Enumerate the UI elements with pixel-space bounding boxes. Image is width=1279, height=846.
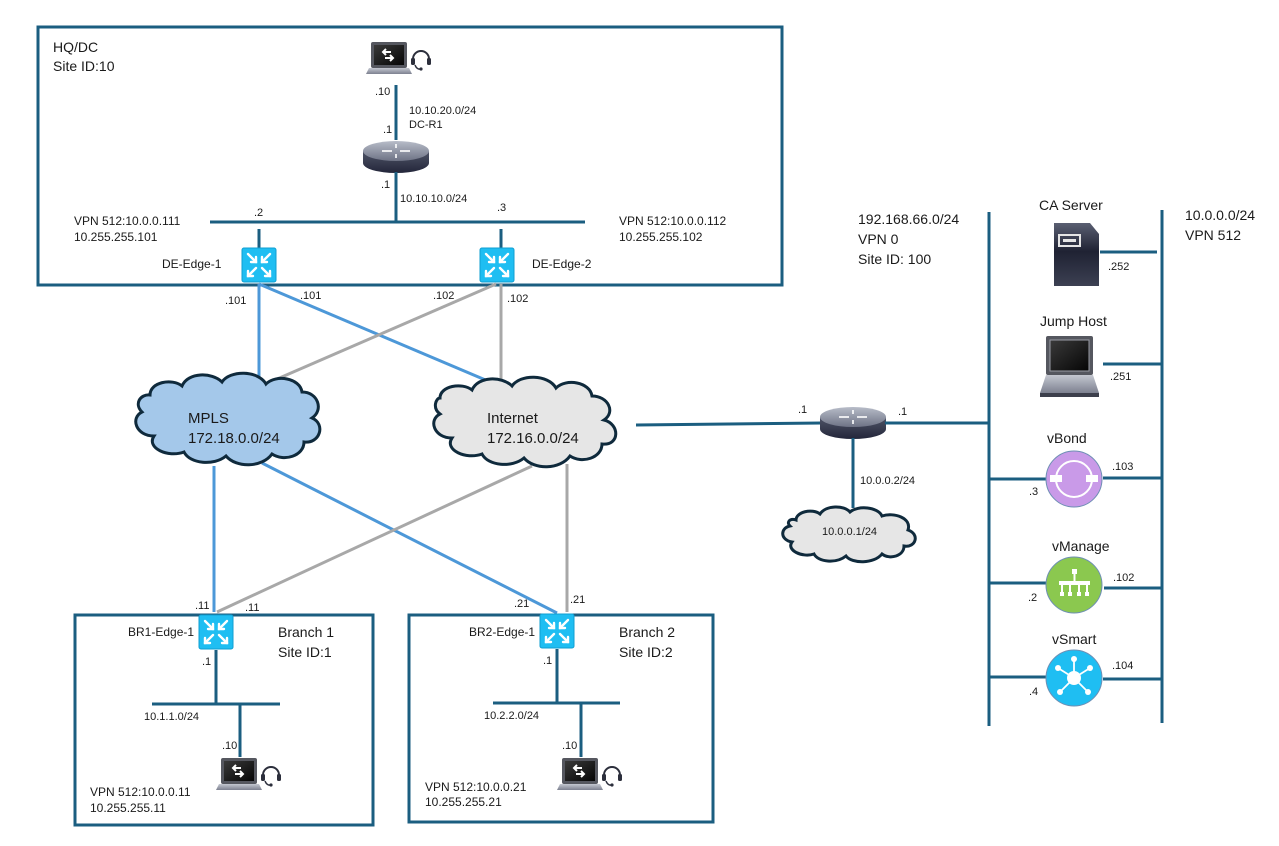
core-router-vpn0-ip: .1 (898, 406, 907, 418)
link-mpls-br2 (261, 461, 558, 615)
hq-site-id: Site ID:10 (53, 58, 115, 74)
br2-vpn512: VPN 512:10.0.0.21 (425, 780, 527, 794)
hq-edge2-vpn512: VPN 512:10.0.0.112 (619, 214, 727, 228)
br2-inet-ip: .21 (570, 594, 585, 606)
br1-edge-1-icon[interactable] (197, 613, 235, 651)
de-edge-1-icon[interactable] (240, 246, 278, 284)
hq-router-name: DC-R1 (409, 119, 443, 131)
link-internet-br1 (216, 464, 533, 614)
ca-server-icon[interactable] (1054, 223, 1099, 286)
hq-edge1-vpn512: VPN 512:10.0.0.111 (74, 214, 181, 228)
hq-edge2-name: DE-Edge-2 (532, 257, 592, 271)
link-edge2-mpls (260, 282, 497, 388)
mpls-cloud-name: MPLS (188, 410, 229, 427)
vbond-vpn0-ip: .3 (1029, 486, 1038, 498)
hq-router-up-ip: .1 (383, 124, 392, 136)
vmanage-icon[interactable] (1045, 556, 1103, 614)
link-internet-core-router (635, 421, 823, 427)
hq-edge1-lan-ip: .2 (254, 207, 263, 219)
hq-router-down-ip: .1 (381, 179, 390, 191)
core-router-inet-ip: .1 (798, 404, 807, 416)
br2-edge-name: BR2-Edge-1 (469, 625, 535, 639)
br2-edge-1-icon[interactable] (538, 612, 576, 650)
internet-cloud-net: 172.16.0.0/24 (487, 430, 579, 447)
core-router-icon[interactable] (819, 406, 887, 440)
br1-inet-ip: .11 (245, 602, 259, 614)
edge2-mpls-ip: .102 (433, 290, 454, 302)
hq-pc-ip: .10 (375, 86, 390, 98)
edge1-inet-ip: .101 (300, 290, 321, 302)
internet-cloud-name: Internet (487, 410, 539, 427)
br1-pc-ip: .10 (222, 740, 237, 752)
mpls-cloud[interactable] (134, 371, 322, 467)
vpn0-label: VPN 0 (858, 231, 899, 247)
hq-pc-net: 10.10.20.0/24 (409, 105, 476, 117)
vpn512-label: VPN 512 (1185, 227, 1241, 243)
br1-pc-icon[interactable] (215, 757, 282, 791)
hq-lan-net: 10.10.10.0/24 (400, 193, 467, 205)
vsmart-vpn0-ip: .4 (1029, 686, 1038, 698)
br2-pc-ip: .10 (562, 740, 577, 752)
jump-host-name: Jump Host (1040, 313, 1107, 329)
edge1-mpls-ip: .101 (225, 295, 246, 307)
ca-server-ip: .252 (1108, 261, 1129, 273)
jump-host-icon[interactable] (1040, 336, 1099, 397)
vbond-name: vBond (1047, 430, 1087, 446)
core-router-mgmt-ip: 10.0.0.2/24 (860, 475, 915, 487)
br1-system-ip: 10.255.255.11 (90, 801, 166, 815)
vmanage-name: vManage (1052, 538, 1110, 554)
br1-vpn512: VPN 512:10.0.0.11 (90, 785, 191, 799)
hq-site-name: HQ/DC (53, 39, 98, 55)
vsmart-vpn512-ip: .104 (1112, 660, 1133, 672)
vpn512-net: 10.0.0.0/24 (1185, 207, 1255, 223)
br2-lan-ip: .1 (543, 655, 552, 667)
internet-cloud[interactable] (432, 375, 618, 469)
vbond-icon[interactable] (1045, 450, 1103, 508)
ca-server-name: CA Server (1039, 197, 1103, 213)
de-edge-2-icon[interactable] (478, 246, 516, 284)
br1-lan-net: 10.1.1.0/24 (144, 711, 199, 723)
hq-dc-site-boundary (36, 25, 784, 287)
hq-pc-icon[interactable] (365, 41, 432, 75)
hq-edge2-lan-ip: .3 (497, 202, 506, 214)
vmanage-vpn0-ip: .2 (1028, 592, 1037, 604)
br2-pc-icon[interactable] (556, 757, 623, 791)
vsmart-icon[interactable] (1045, 649, 1103, 707)
vsmart-name: vSmart (1052, 631, 1096, 647)
branch2-site-id: Site ID:2 (619, 644, 673, 660)
jump-host-ip: .251 (1110, 371, 1131, 383)
dc-r1-router-icon[interactable] (362, 140, 430, 174)
br2-lan-net: 10.2.2.0/24 (484, 710, 539, 722)
mpls-cloud-net: 172.18.0.0/24 (188, 430, 280, 447)
br2-mpls-ip: .21 (514, 598, 529, 610)
br1-edge-name: BR1-Edge-1 (128, 625, 194, 639)
branch1-site-id: Site ID:1 (278, 644, 332, 660)
br1-lan-ip: .1 (202, 656, 211, 668)
vbond-vpn512-ip: .103 (1112, 461, 1133, 473)
mgmt-cloud[interactable] (781, 505, 917, 564)
hq-edge1-system-ip: 10.255.255.101 (74, 230, 158, 244)
vmanage-vpn512-ip: .102 (1113, 572, 1134, 584)
br2-system-ip: 10.255.255.21 (425, 795, 502, 809)
edge2-inet-ip: .102 (507, 293, 528, 305)
branch1-name: Branch 1 (278, 624, 334, 640)
branch2-name: Branch 2 (619, 624, 675, 640)
br1-mpls-ip: .11 (195, 600, 209, 612)
controllers-site-id: Site ID: 100 (858, 251, 931, 267)
hq-edge1-name: DE-Edge-1 (162, 257, 222, 271)
vpn0-net: 192.168.66.0/24 (858, 211, 959, 227)
mgmt-cloud-net: 10.0.0.1/24 (822, 526, 877, 538)
hq-edge2-system-ip: 10.255.255.102 (619, 230, 703, 244)
